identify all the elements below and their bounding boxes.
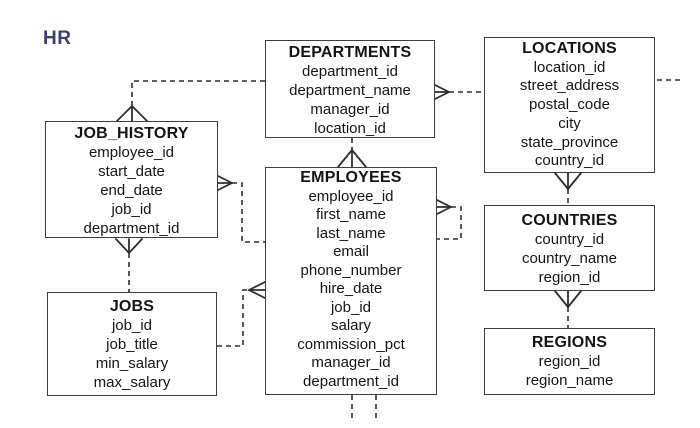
entity-field: first_name: [315, 206, 387, 223]
crowfoot-locations-bottom: [554, 172, 582, 190]
entity-title: EMPLOYEES: [300, 169, 402, 186]
entity-field: manager_id: [310, 101, 390, 118]
entity-field: hire_date: [319, 280, 383, 297]
entity-field: employee_id: [308, 187, 394, 205]
crowfoot-departments-right: [434, 84, 450, 100]
entity-field: country_id: [534, 152, 605, 170]
crowfoot-job-history-right: [217, 175, 233, 191]
entity-employees: EMPLOYEES employee_id first_name last_na…: [265, 167, 437, 395]
entity-field: job_id: [330, 298, 372, 316]
entity-field: last_name: [316, 224, 386, 242]
entity-field: phone_number: [300, 261, 402, 279]
entity-field: department_id: [302, 63, 398, 80]
entity-jobs: JOBS job_id job_title min_salary max_sal…: [47, 292, 217, 396]
entity-field: job_title: [106, 336, 158, 353]
entity-departments: DEPARTMENTS department_id department_nam…: [265, 40, 435, 138]
entity-field: city: [558, 114, 581, 132]
entity-title: REGIONS: [531, 334, 608, 351]
entity-field: end_date: [100, 182, 163, 199]
entity-field: region_id: [538, 353, 601, 370]
entity-field: location_id: [314, 120, 386, 137]
entity-title: DEPARTMENTS: [288, 44, 412, 61]
entity-field: employee_id: [88, 144, 175, 161]
entity-job-history: JOB_HISTORY employee_id start_date end_d…: [45, 121, 218, 238]
entity-title: JOBS: [109, 298, 155, 315]
entity-field: department_id: [83, 220, 180, 237]
entity-field: job_id: [111, 317, 153, 334]
entity-field: commission_pct: [297, 335, 405, 353]
connector-employees-self: [437, 206, 462, 240]
entity-field: country_name: [521, 250, 618, 267]
entity-field: street_address: [519, 77, 620, 95]
crowfoot-employees-left: [248, 281, 266, 299]
crowfoot-employees-top: [337, 149, 367, 168]
entity-field: department_name: [289, 82, 411, 99]
crowfoot-employees-right: [436, 199, 452, 215]
crowfoot-countries-bottom: [554, 290, 582, 308]
entity-field: job_id: [111, 201, 152, 218]
entity-field: state_province: [520, 133, 619, 151]
entity-title: COUNTRIES: [521, 212, 618, 229]
entity-locations: LOCATIONS location_id street_address pos…: [484, 37, 655, 173]
crowfoot-job-history-top: [116, 105, 148, 122]
connector-departments-job-history: [131, 80, 265, 106]
entity-field: min_salary: [95, 355, 169, 372]
entity-title: LOCATIONS: [522, 40, 617, 57]
entity-field: country_id: [534, 231, 605, 248]
crowfoot-job-history-bottom: [115, 238, 143, 254]
entity-field: manager_id: [311, 354, 391, 371]
entity-field: salary: [330, 317, 371, 334]
entity-title: JOB_HISTORY: [74, 125, 189, 142]
entity-field: max_salary: [93, 374, 171, 391]
entity-field: department_id: [303, 372, 399, 390]
entity-field: location_id: [533, 58, 606, 76]
entity-countries: COUNTRIES country_id country_name region…: [484, 205, 655, 291]
entity-field: start_date: [98, 163, 165, 180]
connector-jobs-employees: [217, 289, 249, 347]
entity-field: region_name: [525, 372, 614, 389]
schema-name-label: HR: [43, 28, 72, 49]
entity-field: email: [333, 243, 369, 260]
entity-field: region_id: [538, 269, 601, 286]
entity-field: postal_code: [529, 96, 610, 114]
entity-regions: REGIONS region_id region_name: [484, 328, 655, 395]
connector-employees-job-history: [232, 182, 265, 243]
